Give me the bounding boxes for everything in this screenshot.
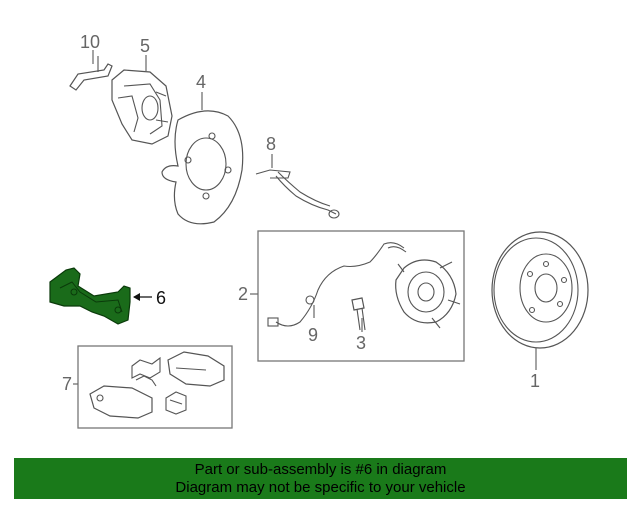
callout-10: 10 bbox=[80, 32, 100, 52]
part-1-rotor[interactable] bbox=[491, 231, 589, 349]
brake-pad-inner bbox=[89, 385, 153, 419]
brake-pad-outer bbox=[167, 351, 225, 387]
part-3-bolt[interactable] bbox=[351, 297, 366, 331]
notice-line-1: Part or sub-assembly is #6 in diagram bbox=[194, 461, 447, 478]
notice-line-2: Diagram may not be specific to your vehi… bbox=[175, 479, 466, 496]
pad-clips-lower bbox=[165, 391, 187, 415]
callout-7: 7 bbox=[62, 374, 72, 394]
callout-4: 4 bbox=[196, 72, 206, 92]
callout-9: 9 bbox=[308, 325, 318, 345]
callout-6: 6 bbox=[156, 288, 166, 308]
part-8-brake-hose[interactable] bbox=[255, 169, 340, 219]
part-9-abs-sensor[interactable] bbox=[267, 242, 407, 327]
callout-3: 3 bbox=[356, 333, 366, 353]
part-10-bracket[interactable] bbox=[69, 56, 113, 91]
callout-2: 2 bbox=[238, 284, 248, 304]
callout-8: 8 bbox=[266, 134, 276, 154]
part-6-caliper-bracket-highlighted[interactable] bbox=[49, 267, 131, 325]
hub-bearing bbox=[395, 259, 461, 329]
part-5-caliper[interactable] bbox=[111, 69, 173, 145]
pad-clips-upper bbox=[131, 356, 161, 387]
callout-1: 1 bbox=[530, 371, 540, 391]
assembly-box-7 bbox=[77, 345, 233, 429]
notice-banner: Part or sub-assembly is #6 in diagram Di… bbox=[14, 458, 627, 499]
callout-5: 5 bbox=[140, 36, 150, 56]
assembly-box-2 bbox=[257, 230, 465, 362]
part-4-splash-shield[interactable] bbox=[161, 110, 244, 225]
leader-6-arrow bbox=[133, 293, 140, 301]
